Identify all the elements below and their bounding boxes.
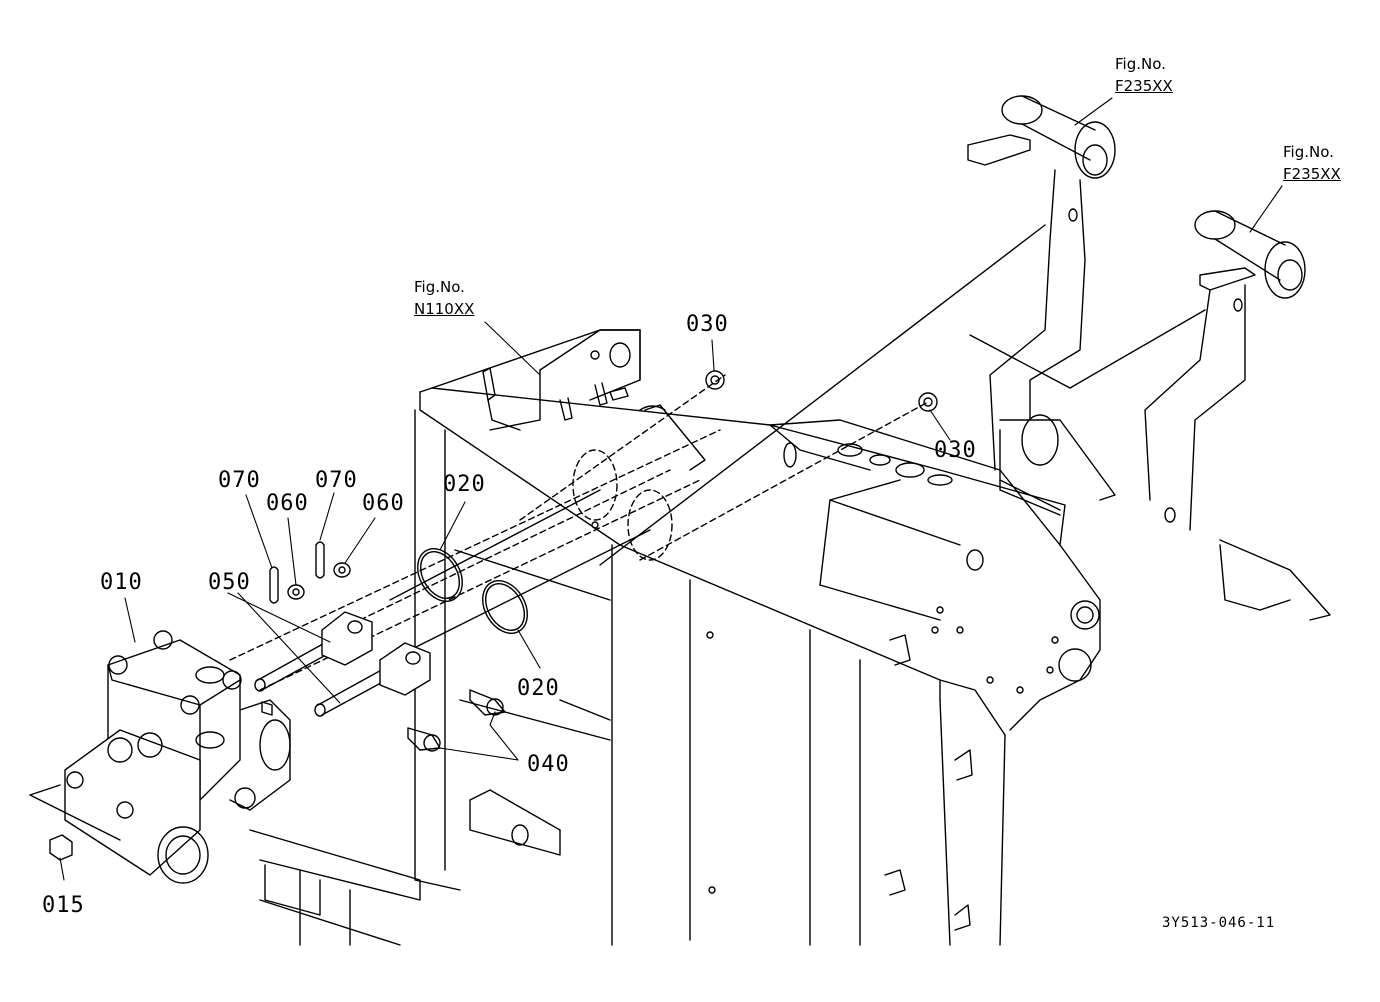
figure-ref-f235-lower: Fig.No. F235XX xyxy=(1283,141,1341,185)
part-label-070-left: 070 xyxy=(218,468,261,493)
part-label-060-left: 060 xyxy=(266,491,309,516)
part-label-030-left: 030 xyxy=(686,312,729,337)
pedal-left xyxy=(967,95,1116,516)
part-label-020-upper: 020 xyxy=(443,472,486,497)
figure-ref-title: Fig.No. xyxy=(1283,143,1334,161)
assembly-lines xyxy=(229,374,929,691)
washers-060 xyxy=(287,562,351,600)
leader-lines xyxy=(59,97,1283,881)
drawing-reference-number: 3Y513-046-11 xyxy=(1162,915,1276,931)
valve-assembly-010 xyxy=(29,630,291,884)
part-label-060-right: 060 xyxy=(362,491,405,516)
cotter-pins-070 xyxy=(269,541,325,604)
figure-ref-code: N110XX xyxy=(414,300,475,318)
figure-ref-f235-upper: Fig.No. F235XX xyxy=(1115,53,1173,97)
part-label-070-right: 070 xyxy=(315,468,358,493)
pedal-right xyxy=(1144,210,1331,621)
clevis-pins-040 xyxy=(407,689,506,752)
figure-ref-title: Fig.No. xyxy=(1115,55,1166,73)
part-label-050: 050 xyxy=(208,570,251,595)
figure-ref-n110: Fig.No. N110XX xyxy=(414,276,474,320)
part-label-040: 040 xyxy=(527,752,570,777)
part-label-030-right: 030 xyxy=(934,438,977,463)
o-rings-020 xyxy=(417,548,528,634)
figure-ref-title: Fig.No. xyxy=(414,278,465,296)
chassis-frame xyxy=(249,224,1206,946)
figure-ref-code: F235XX xyxy=(1115,77,1173,95)
part-label-010: 010 xyxy=(100,570,143,595)
figure-ref-code: F235XX xyxy=(1283,165,1341,183)
part-label-020-lower: 020 xyxy=(517,676,560,701)
part-label-015: 015 xyxy=(42,893,85,918)
nuts-030 xyxy=(705,370,938,412)
bracket-n110 xyxy=(482,329,706,471)
push-rods-050 xyxy=(254,611,431,717)
